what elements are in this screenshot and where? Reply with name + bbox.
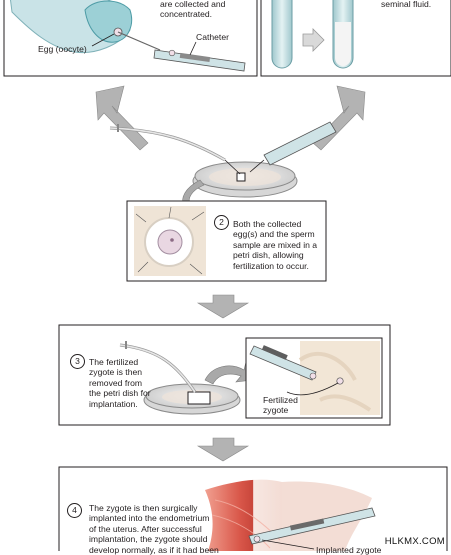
step4-text: The zygote is then surgically implanted … bbox=[89, 503, 219, 555]
fertilized-zygote-label: Fertilized zygote bbox=[263, 395, 298, 416]
step3-text: The fertilized zygote is then removed fr… bbox=[89, 357, 151, 409]
step2-number: 2 bbox=[214, 215, 229, 230]
step1-panel bbox=[3, 0, 258, 77]
implanted-zygote-label: Implanted zygote bbox=[316, 545, 382, 555]
step2-panel bbox=[126, 200, 327, 282]
step4-panel bbox=[58, 466, 448, 551]
arrow-down-1 bbox=[196, 294, 250, 319]
step1-text: are collected and concentrated. bbox=[160, 0, 226, 20]
step2-text: Both the collected egg(s) and the sperm … bbox=[233, 219, 318, 271]
arrow-left bbox=[95, 85, 149, 151]
watermark: HLKMX.COM bbox=[384, 536, 445, 547]
egg-label: Egg (oocyte) bbox=[38, 44, 87, 54]
arrow-right bbox=[312, 85, 366, 151]
catheter-label: Catheter bbox=[196, 32, 229, 42]
step3-number: 3 bbox=[70, 354, 85, 369]
step4-number: 4 bbox=[67, 503, 82, 518]
step1b-text: seminal fluid. bbox=[381, 0, 432, 9]
step3-panel bbox=[58, 324, 391, 426]
arrow-down-2 bbox=[196, 437, 250, 462]
step1b-panel bbox=[260, 0, 451, 77]
